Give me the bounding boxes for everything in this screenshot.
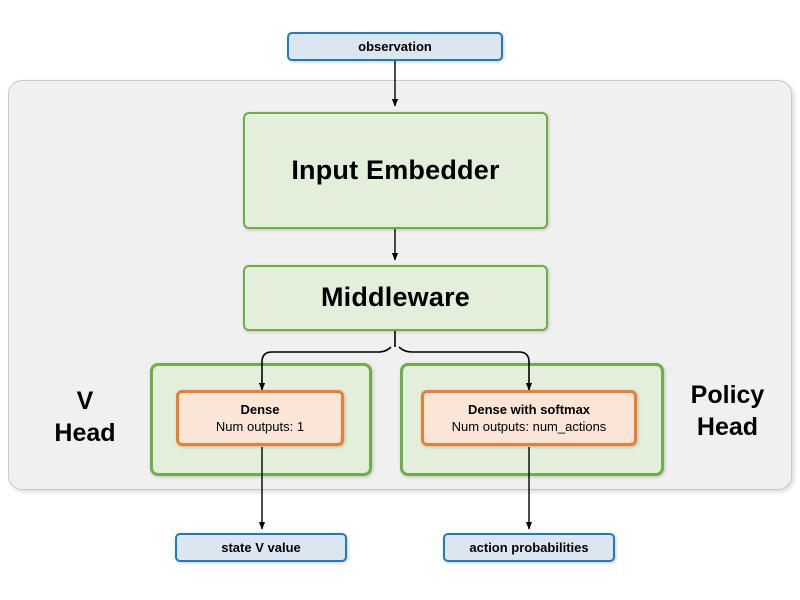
module-input-embedder[interactable]: Input Embedder bbox=[243, 112, 548, 229]
v-dense-subtitle: Num outputs: 1 bbox=[215, 419, 305, 434]
io-node-action-probabilities[interactable]: action probabilities bbox=[443, 533, 615, 562]
middleware-label: Middleware bbox=[320, 282, 471, 313]
layer-v-dense[interactable]: Dense Num outputs: 1 bbox=[176, 390, 344, 446]
policy-dense-title: Dense with softmax bbox=[467, 401, 591, 417]
v-dense-title: Dense bbox=[240, 401, 280, 417]
policy-dense-subtitle: Num outputs: num_actions bbox=[451, 419, 607, 434]
v-head-caption: V Head bbox=[54, 387, 116, 447]
io-node-state-v-value[interactable]: state V value bbox=[175, 533, 347, 562]
io-node-observation[interactable]: observation bbox=[287, 32, 503, 61]
input-embedder-label: Input Embedder bbox=[291, 154, 500, 185]
action-probabilities-label: action probabilities bbox=[469, 539, 589, 555]
layer-policy-dense[interactable]: Dense with softmax Num outputs: num_acti… bbox=[421, 390, 637, 446]
policy-head-caption: Policy Head bbox=[690, 381, 765, 441]
module-middleware[interactable]: Middleware bbox=[243, 265, 548, 331]
state-v-value-label: state V value bbox=[221, 539, 301, 555]
observation-label: observation bbox=[358, 38, 432, 54]
